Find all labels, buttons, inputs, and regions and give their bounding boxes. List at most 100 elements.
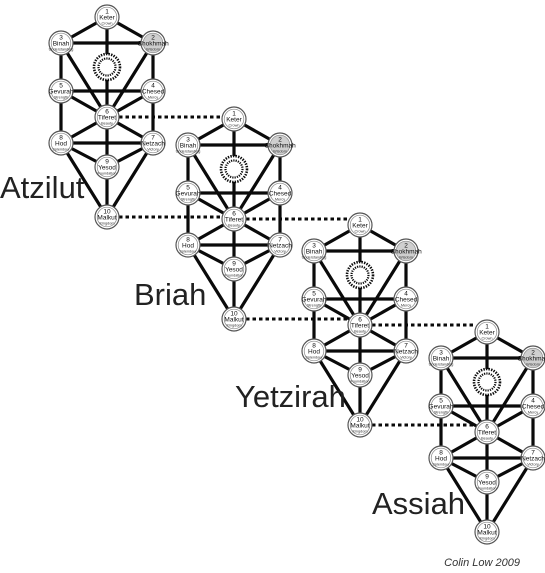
- sephira-number: 9: [358, 366, 362, 373]
- sephira-name: Binah: [53, 41, 70, 48]
- sephira-translation: Wisdom: [526, 362, 540, 366]
- trees: 1KeterCrown2ChokhmahWisdom3BinahUndersta…: [48, 4, 545, 545]
- sephira-translation: Victory: [400, 355, 412, 359]
- sephira-disc: [96, 206, 118, 228]
- sephira-number: 3: [186, 136, 190, 143]
- sephira-name: Chesed: [522, 404, 545, 411]
- sephira-disc: [430, 395, 452, 417]
- sephira-name: Chesed: [269, 191, 292, 198]
- sephira-number: 1: [485, 323, 489, 330]
- sephira-number: 9: [232, 260, 236, 267]
- sephira-number: 9: [105, 158, 109, 165]
- sephira-translation: Splendour: [432, 462, 450, 466]
- sephira-number: 8: [186, 236, 190, 243]
- sephira-translation: Understanding: [302, 255, 327, 259]
- path-hod-malkut: [312, 349, 362, 427]
- sephira-translation: Kingdom: [480, 536, 495, 540]
- sephira-name: Malkut: [224, 317, 243, 324]
- sephira-disc: [142, 80, 164, 102]
- tree-assiah: 1KeterCrown2ChokhmahWisdom3BinahUndersta…: [428, 319, 545, 545]
- sephira-number: 1: [358, 216, 362, 223]
- sephira-name: Tiferet: [478, 430, 496, 437]
- sephira-name: Keter: [226, 117, 242, 124]
- sephira-name: Yesod: [225, 267, 243, 274]
- sephira-number: 2: [531, 349, 535, 356]
- sephira-translation: Beauty: [228, 223, 240, 227]
- path-hod-malkut: [439, 456, 489, 534]
- sephira-disc: [395, 340, 417, 362]
- sephira-translation: Crown: [229, 123, 240, 127]
- sephira-disc: [177, 134, 199, 156]
- sephira-translation: Wisdom: [399, 255, 413, 259]
- sephira-translation: Splendour: [52, 147, 70, 151]
- sephira-number: 7: [151, 134, 155, 141]
- sephira-disc: [395, 240, 417, 262]
- sephira-name: Chokhmah: [264, 143, 296, 150]
- sephira-number: 4: [531, 397, 535, 404]
- sephira-disc: [269, 234, 291, 256]
- sephira-number: 1: [232, 110, 236, 117]
- sephira-name: Gevurah: [49, 89, 74, 96]
- sephira-disc: [177, 182, 199, 204]
- sephira-translation: Strength: [181, 197, 195, 201]
- sephira-disc: [96, 156, 118, 178]
- tree-atzilut: 1KeterCrown2ChokhmahWisdom3BinahUndersta…: [48, 4, 169, 230]
- sephira-disc: [476, 521, 498, 543]
- sephira-number: 1: [105, 8, 109, 15]
- sephira-number: 8: [439, 449, 443, 456]
- sephira-disc: [476, 421, 498, 443]
- sephira-name: Chokhmah: [137, 41, 169, 48]
- sephira-disc: [349, 364, 371, 386]
- sephira-translation: Kingdom: [100, 221, 115, 225]
- sephira-disc: [303, 340, 325, 362]
- sephira-number: 5: [59, 82, 63, 89]
- world-labels: Atzilut Briah Yetzirah Assiah: [0, 170, 465, 521]
- sephira-translation: Mercy: [275, 197, 285, 201]
- sephira-number: 4: [404, 290, 408, 297]
- world-label-assiah: Assiah: [372, 486, 465, 521]
- sephira-name: Chokhmah: [390, 249, 422, 256]
- sephira-translation: Crown: [482, 336, 493, 340]
- sephira-number: 6: [232, 210, 236, 217]
- sephira-disc: [223, 208, 245, 230]
- path-chokhmah-tiferet: [485, 356, 535, 434]
- sephira-translation: Mercy: [401, 303, 411, 307]
- sephira-disc: [50, 132, 72, 154]
- sephira-number: 2: [278, 136, 282, 143]
- sephira-name: Hod: [308, 349, 320, 356]
- sephira-disc: [303, 240, 325, 262]
- sephira-translation: Understanding: [49, 47, 74, 51]
- sephira-name: Netzach: [394, 349, 418, 356]
- path-netzach-malkut: [105, 141, 155, 219]
- sephira-translation: Mercy: [528, 410, 538, 414]
- sephira-translation: Beauty: [101, 121, 113, 125]
- sephira-name: Gevurah: [302, 297, 327, 304]
- sephira-disc: [476, 471, 498, 493]
- path-binah-tiferet: [186, 143, 236, 221]
- path-hod-malkut: [59, 141, 109, 219]
- tree-yetzirah: 1KeterCrown2ChokhmahWisdom3BinahUndersta…: [301, 212, 422, 438]
- sephira-translation: Wisdom: [273, 149, 287, 153]
- sephira-number: 8: [59, 134, 63, 141]
- daat-inner-ring: [350, 265, 370, 285]
- tree-briah: 1KeterCrown2ChokhmahWisdom3BinahUndersta…: [175, 106, 296, 332]
- sephira-number: 4: [278, 184, 282, 191]
